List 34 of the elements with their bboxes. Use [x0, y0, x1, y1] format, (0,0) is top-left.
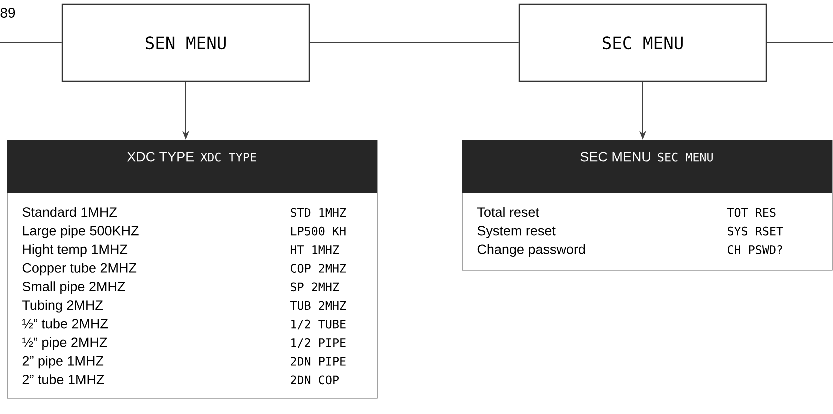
menu-box: SEN MENU — [62, 4, 310, 82]
header-text: SEC MENU SEC MENU — [580, 152, 713, 162]
menu-item: Small pipe 2MHZ — [22, 282, 126, 294]
connector — [310, 42, 520, 44]
connector — [0, 42, 62, 44]
menu-item: Large pipe 500KHZ — [23, 226, 139, 238]
menu-item: 2” tube 1MHZ — [22, 374, 104, 385]
header-text: XDC TYPE XDC TYPE — [127, 152, 256, 162]
connector — [766, 42, 833, 44]
menu-item: Change password — [478, 244, 586, 257]
display-code: 2DN COP — [291, 376, 339, 385]
display-code: HT 1MHZ — [291, 246, 340, 254]
display-code: COP 2MHZ — [291, 264, 346, 273]
display-code: LP500 KH — [291, 226, 346, 236]
menu-item: Hight temp 1MHZ — [23, 244, 128, 257]
menu-item: 2” pipe 1MHZ — [22, 356, 104, 369]
menu-item: Tubing 2MHZ — [22, 300, 104, 313]
menu-item: Standard 1MHZ — [22, 207, 118, 218]
display-code: 1/2 TUBE — [292, 320, 346, 330]
menu-item: ½” pipe 2MHZ — [22, 337, 108, 350]
display-code: SP 2MHZ — [291, 282, 340, 292]
display-code: CH PSWD? — [728, 246, 782, 254]
display-code: TOT RES — [727, 208, 776, 218]
display-code: 1/2 PIPE — [292, 338, 346, 348]
menu-item: ½” tube 2MHZ — [22, 318, 108, 329]
display-code: 2DN PIPE — [291, 357, 346, 366]
menu-item: Total reset — [478, 207, 540, 218]
menu-item: System reset — [478, 226, 556, 238]
menu-box: SEC MENU — [518, 4, 768, 82]
display-code: TUB 2MHZ — [290, 301, 346, 310]
menu-item: Copper tube 2MHZ — [22, 263, 137, 276]
display-code: SYS RSET — [728, 226, 784, 236]
display-code: STD 1MHZ — [291, 208, 346, 218]
page-number: 89 — [0, 8, 16, 18]
